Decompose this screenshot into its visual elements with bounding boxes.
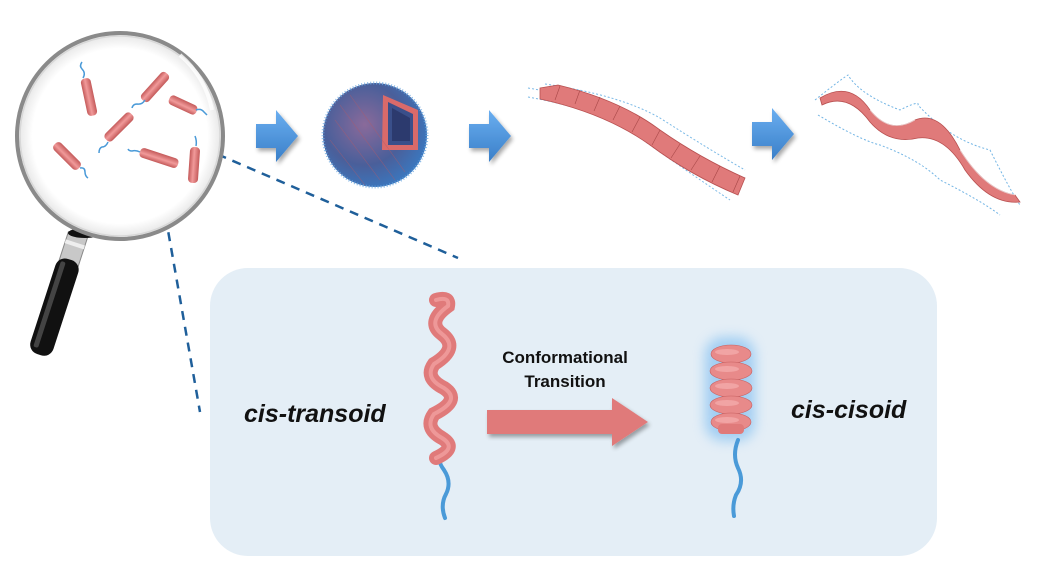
sphere-icon [321, 81, 429, 189]
ribbon-icon [527, 83, 746, 201]
magnifier-icon [15, 31, 225, 356]
transition-label-line1: Conformational [502, 348, 628, 367]
rod-coil-molecules [53, 61, 208, 184]
cis-cisoid-label: cis-cisoid [791, 396, 907, 424]
extended-helix-icon [423, 291, 458, 520]
transition-label-line2: Transition [524, 372, 606, 391]
cis-transoid-label: cis-transoid [244, 400, 386, 428]
transition-arrow-icon [487, 398, 648, 446]
arrow-3-icon [752, 108, 794, 160]
arrow-1-icon [256, 110, 298, 162]
compact-helix-icon [705, 337, 755, 518]
helical-ribbon-icon [814, 74, 1021, 216]
transition-label: Conformational Transition [488, 346, 642, 394]
arrow-2-icon [469, 110, 511, 162]
